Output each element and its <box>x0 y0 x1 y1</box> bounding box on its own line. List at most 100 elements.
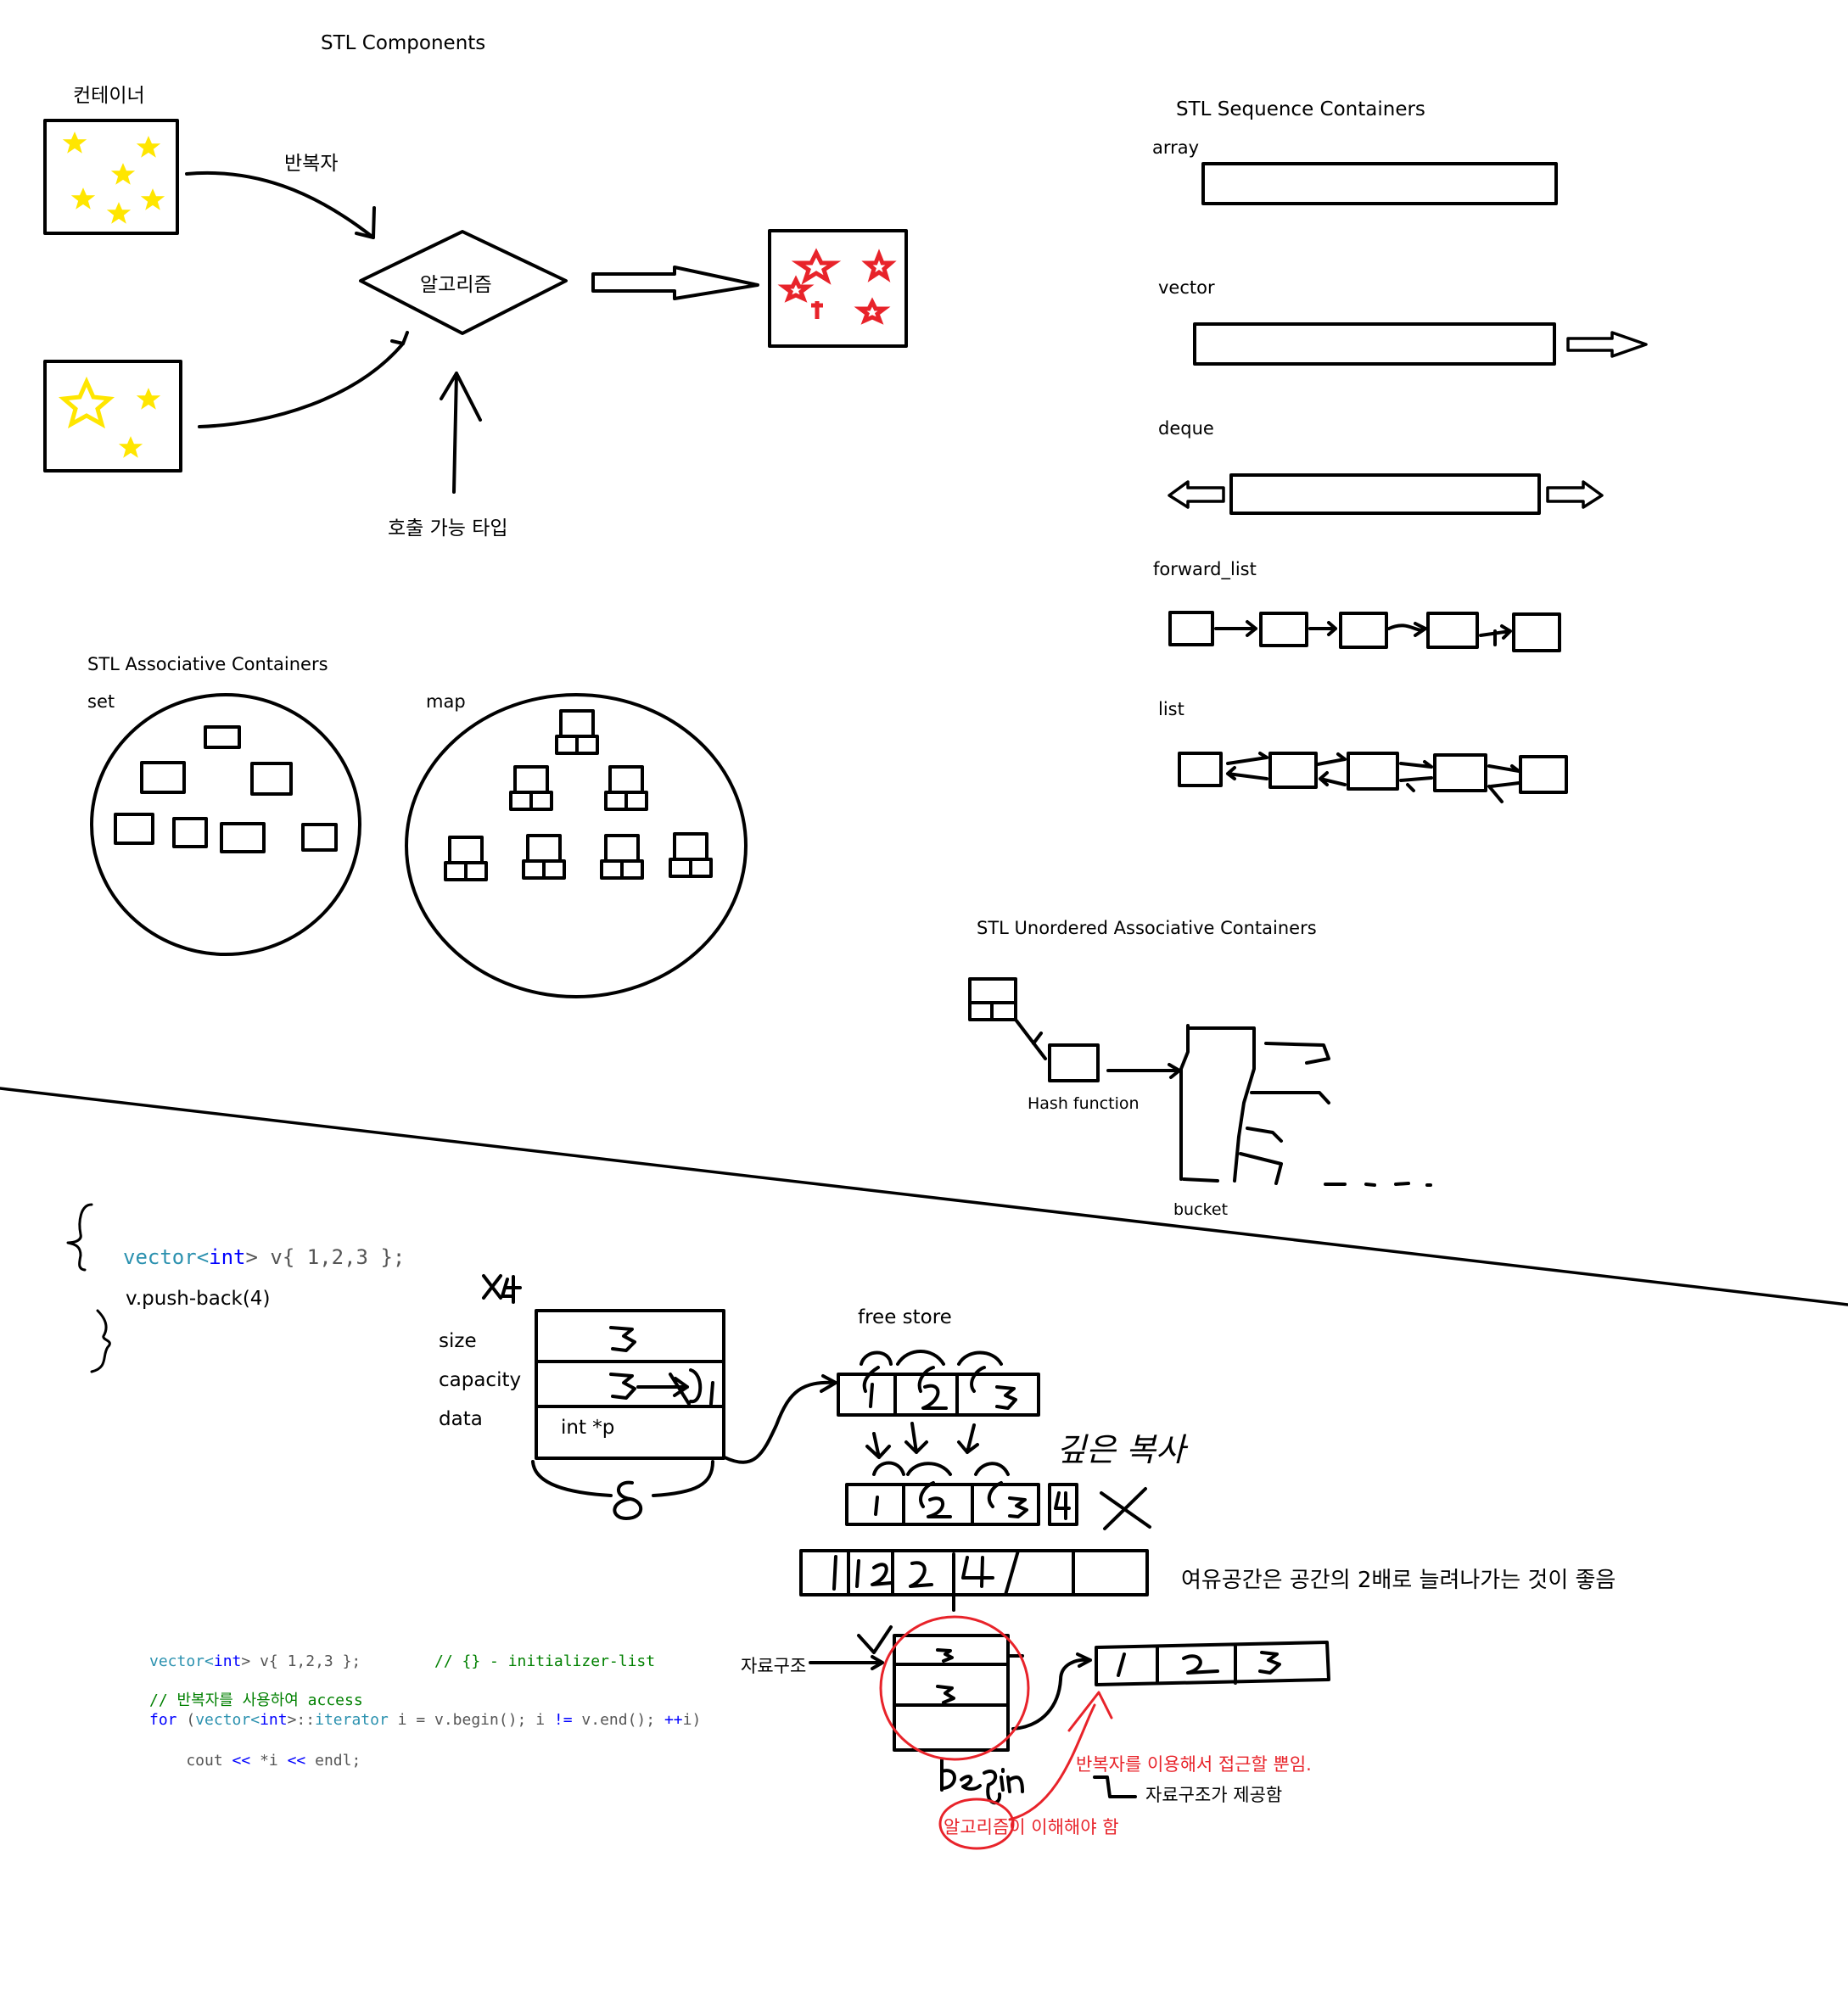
data-structure-diagram <box>809 1625 1330 1804</box>
transform-arrow <box>591 266 759 300</box>
result-box <box>768 229 908 348</box>
c2-type: vector <box>149 1652 205 1670</box>
red-stars <box>777 248 897 325</box>
free-store-label: free store <box>858 1306 952 1328</box>
ds-array <box>1095 1641 1330 1686</box>
deep-copy-label: 깊은 복사 <box>1056 1431 1185 1468</box>
container-label: 컨테이너 <box>73 85 145 107</box>
brace-close <box>90 1309 111 1373</box>
sequence-title: STL Sequence Containers <box>1176 98 1425 120</box>
pointer-label: int *p <box>561 1417 615 1439</box>
c2-j: ++ <box>664 1711 683 1729</box>
size-brace <box>531 1460 714 1497</box>
c4-b: << <box>232 1752 251 1770</box>
code-type: vector <box>123 1245 197 1269</box>
iterator-arrow-bottom <box>198 342 405 428</box>
container-box-2 <box>43 360 182 472</box>
code-lt: < <box>196 1245 210 1269</box>
code1-line1: vector<int> v{ 1,2,3 }; <box>123 1245 405 1269</box>
code2-line1: vector<int> v{ 1,2,3 }; <box>149 1652 361 1670</box>
set-nodes <box>114 725 338 853</box>
third-array <box>799 1549 1149 1612</box>
c2-k: i) <box>682 1711 702 1729</box>
code-int: int <box>209 1245 246 1269</box>
deque-left-arrow <box>1168 480 1225 509</box>
c2-rest: > v{ 1,2,3 }; <box>241 1652 361 1670</box>
hash-function-box <box>1048 1043 1100 1082</box>
outline-star <box>58 376 115 429</box>
map-label: map <box>426 691 466 712</box>
data-structure-label: 자료구조 <box>741 1656 807 1676</box>
c4-c: *i <box>250 1752 288 1770</box>
forward-list-label: forward_list <box>1153 559 1257 579</box>
x-mark <box>1100 1487 1151 1530</box>
bucket-chains <box>1239 1042 1432 1187</box>
vector-grow-arrow <box>1566 331 1648 358</box>
bytes-value-mark <box>613 1480 643 1520</box>
x64-mark <box>482 1274 522 1304</box>
algorithm-diamond <box>359 230 568 335</box>
components-title: STL Components <box>321 32 486 54</box>
capacity-label: capacity <box>439 1369 522 1391</box>
iterator-arrow-top <box>185 171 375 239</box>
c2-c: < <box>250 1711 260 1729</box>
code1-line2: v.push-back(4) <box>126 1288 271 1310</box>
divider-line <box>0 1087 1848 1306</box>
growth-note: 여유공간은 공간의 2배로 늘려나가는 것이 좋음 <box>1181 1568 1616 1593</box>
set-label: set <box>87 691 115 712</box>
map-circle <box>405 693 748 998</box>
c2-f: iterator <box>315 1711 389 1729</box>
size-label: size <box>439 1330 477 1352</box>
bucket-shape <box>1179 1024 1256 1183</box>
hash-arrow <box>1106 1063 1181 1079</box>
array-shape <box>1201 162 1558 205</box>
code2-comment1: // {} - initializer-list <box>434 1652 656 1670</box>
deque-right-arrow <box>1546 480 1604 509</box>
c2-h: != <box>553 1711 573 1729</box>
deque-shape <box>1229 473 1541 515</box>
key-node <box>968 977 1017 1021</box>
c2-for: for <box>149 1711 177 1729</box>
callable-arrow <box>440 372 482 494</box>
second-array <box>845 1461 1151 1530</box>
callable-label: 호출 가능 타입 <box>388 517 508 540</box>
code-rest: > v{ 1,2,3 }; <box>245 1245 406 1269</box>
yellow-stars <box>64 132 164 457</box>
provided-note: 자료구조가 제공함 <box>1145 1785 1283 1805</box>
algorithm-note: 알고리즘이 이해해야 함 <box>944 1817 1119 1837</box>
pointer-arrow <box>723 1374 837 1464</box>
c2-g: i = v.begin(); i <box>388 1711 554 1729</box>
list-shape <box>1178 752 1568 803</box>
begin-mark <box>940 1759 1024 1804</box>
hash-function-label: Hash function <box>1028 1094 1140 1113</box>
data-label: data <box>439 1408 483 1430</box>
vector-shape <box>1193 322 1556 366</box>
c2-b: vector <box>195 1711 251 1729</box>
first-array <box>837 1350 1040 1417</box>
unordered-title: STL Unordered Associative Containers <box>977 918 1317 938</box>
c2-a: ( <box>176 1711 196 1729</box>
code2-line2: // 반복자를 사용하여 access <box>149 1691 363 1709</box>
c4-e: endl; <box>305 1752 361 1770</box>
iterator-label: 반복자 <box>284 153 339 175</box>
c2-int: int <box>213 1652 242 1670</box>
capacity-mark <box>609 1368 714 1406</box>
c2-e: >:: <box>287 1711 316 1729</box>
associative-title: STL Associative Containers <box>87 654 328 674</box>
set-circle <box>90 693 361 956</box>
vector-object <box>482 1274 837 1520</box>
c2-i: v.end(); <box>572 1711 664 1729</box>
code2-line3: for (vector<int>::iterator i = v.begin()… <box>149 1711 701 1729</box>
red-annotations <box>879 1615 1113 1850</box>
brace-open <box>66 1203 93 1272</box>
deque-label: deque <box>1158 418 1214 439</box>
c2-lt: < <box>204 1652 214 1670</box>
bucket-label: bucket <box>1173 1200 1229 1219</box>
list-label: list <box>1158 699 1184 719</box>
code2-line4: cout << *i << endl; <box>149 1734 361 1770</box>
container-box-1 <box>43 119 179 235</box>
iterator-note: 반복자를 이용해서 접근할 뿐임. <box>1076 1754 1312 1775</box>
algorithm-label: 알고리즘 <box>420 274 492 296</box>
size-value-mark <box>609 1326 636 1352</box>
forward-list-shape <box>1168 611 1561 652</box>
